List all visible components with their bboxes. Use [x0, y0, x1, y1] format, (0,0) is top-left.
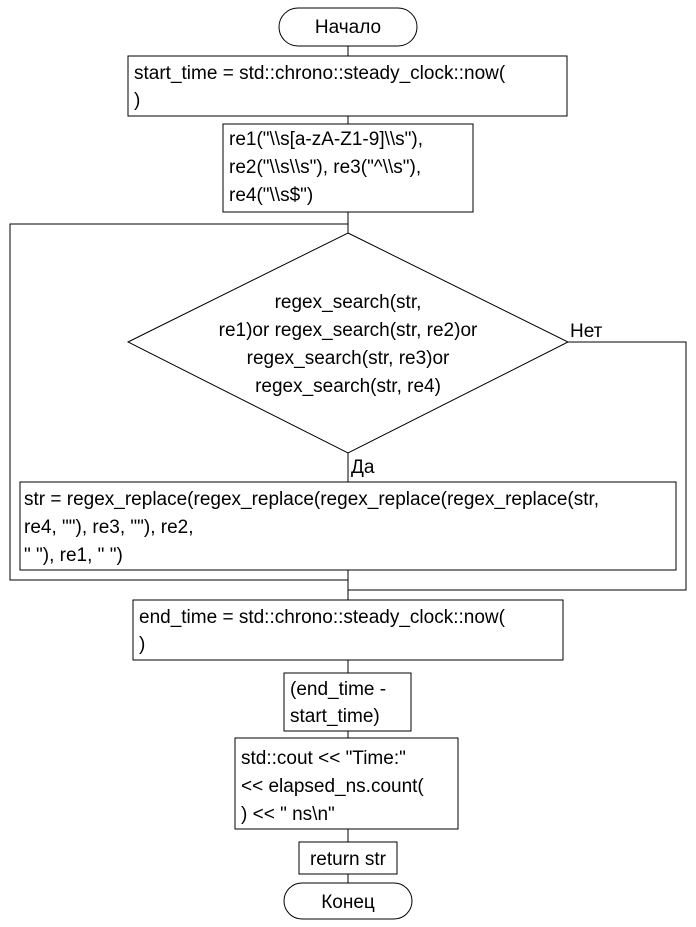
end-terminator: Конец: [283, 882, 413, 920]
process-return-label: return str: [310, 849, 387, 870]
process-replace-line-1: str = regex_replace(regex_replace(regex_…: [24, 489, 599, 510]
process-start-time-line-1: start_time = std::chrono::steady_clock::…: [134, 63, 506, 84]
process-elapsed: (end_time - start_time): [283, 672, 412, 732]
decision-line-1: regex_search(str,: [275, 292, 422, 313]
connector-lines: [9, 46, 687, 883]
process-cout-line-3: ) << " ns\n": [241, 804, 335, 825]
decision-line-4: regex_search(str, re4): [255, 376, 441, 397]
process-start-time: start_time = std::chrono::steady_clock::…: [127, 55, 568, 117]
process-cout-line-1: std::cout << "Time:": [241, 748, 406, 769]
process-replace-line-2: re4, ""), re3, ""), re2,: [24, 517, 194, 538]
process-elapsed-line-2: start_time): [290, 706, 380, 727]
end-label: Конец: [321, 892, 375, 913]
process-regex-init-line-3: re4("\\s$"): [229, 185, 313, 206]
decision-line-3: regex_search(str, re3)or: [247, 348, 450, 369]
process-end-time-line-1: end_time = std::chrono::steady_clock::no…: [139, 607, 506, 628]
process-end-time: end_time = std::chrono::steady_clock::no…: [132, 599, 564, 661]
process-end-time-line-2: ): [139, 634, 145, 655]
process-return: return str: [298, 841, 398, 875]
decision-line-2: re1)or regex_search(str, re2)or: [219, 320, 478, 341]
process-cout: std::cout << "Time:" << elapsed_ns.count…: [234, 737, 459, 830]
process-elapsed-line-1: (end_time -: [290, 679, 386, 700]
process-replace-line-3: " "), re1, " "): [24, 545, 123, 566]
process-regex-replace: str = regex_replace(regex_replace(regex_…: [19, 481, 677, 571]
start-terminator: Начало: [278, 7, 418, 47]
process-regex-init: re1("\\s[a-zA-Z1-9]\\s"), re2("\\s\\s"),…: [222, 123, 474, 213]
process-start-time-line-2: ): [134, 90, 140, 111]
decision-regex-search: regex_search(str, re1)or regex_search(st…: [126, 232, 570, 454]
branch-label-no: Нет: [570, 321, 603, 342]
process-regex-init-line-1: re1("\\s[a-zA-Z1-9]\\s"),: [229, 129, 423, 150]
process-regex-init-line-2: re2("\\s\\s"), re3("^\\s"),: [229, 157, 421, 178]
process-cout-line-2: << elapsed_ns.count(: [241, 776, 424, 797]
branch-label-yes: Да: [351, 457, 375, 478]
start-label: Начало: [315, 17, 381, 38]
